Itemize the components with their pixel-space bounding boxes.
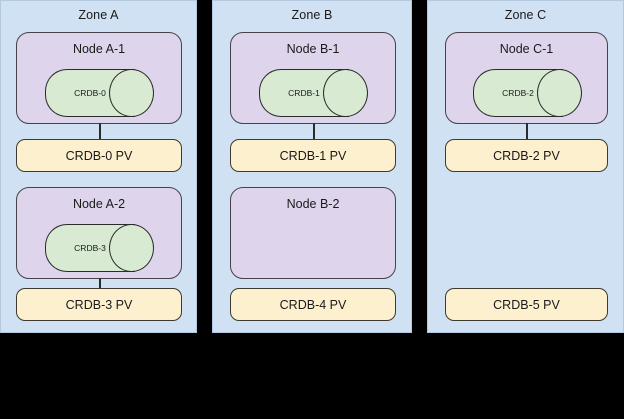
node-b-1-title: Node B-1 (286, 42, 340, 56)
node-c-1-title: Node C-1 (499, 42, 554, 56)
pv-crdb-3[interactable]: CRDB-3 PV (16, 288, 182, 321)
cylinder-cap (537, 69, 582, 117)
pv-crdb-2[interactable]: CRDB-2 PV (445, 139, 608, 172)
zone-c: Zone C Node C-1 CRDB-2 CRDB-2 PV CRDB-5 … (427, 0, 624, 333)
pv-crdb-5[interactable]: CRDB-5 PV (445, 288, 608, 321)
pod-crdb-2[interactable]: CRDB-2 (473, 69, 583, 117)
node-b-2-title: Node B-2 (286, 197, 340, 211)
pod-crdb-1-label: CRDB-1 (288, 88, 320, 98)
pv-crdb-1[interactable]: CRDB-1 PV (230, 139, 396, 172)
pod-crdb-0[interactable]: CRDB-0 (45, 69, 155, 117)
node-c-1[interactable]: Node C-1 CRDB-2 (445, 32, 608, 124)
pod-crdb-0-label: CRDB-0 (74, 88, 106, 98)
connector-crdb-1 (313, 123, 315, 140)
pv-crdb-0[interactable]: CRDB-0 PV (16, 139, 182, 172)
zone-b: Zone B Node B-1 CRDB-1 CRDB-1 PV Node B-… (212, 0, 412, 333)
pod-crdb-3[interactable]: CRDB-3 (45, 224, 155, 272)
node-b-2[interactable]: Node B-2 (230, 187, 396, 279)
connector-crdb-3 (99, 278, 101, 295)
node-a-2[interactable]: Node A-2 CRDB-3 (16, 187, 182, 279)
pod-crdb-2-label: CRDB-2 (502, 88, 534, 98)
node-a-1[interactable]: Node A-1 CRDB-0 (16, 32, 182, 124)
node-a-2-title: Node A-2 (72, 197, 126, 211)
pod-crdb-3-label: CRDB-3 (74, 243, 106, 253)
zone-a: Zone A Node A-1 CRDB-0 CRDB-0 PV Node A-… (0, 0, 197, 333)
connector-crdb-0 (99, 123, 101, 140)
zone-a-title: Zone A (78, 8, 119, 22)
cylinder-cap (109, 69, 154, 117)
zone-b-title: Zone B (291, 8, 333, 22)
node-a-1-title: Node A-1 (72, 42, 126, 56)
node-b-1[interactable]: Node B-1 CRDB-1 (230, 32, 396, 124)
connector-crdb-2 (526, 123, 528, 140)
zone-c-title: Zone C (504, 8, 547, 22)
cylinder-cap (109, 224, 154, 272)
pod-crdb-1[interactable]: CRDB-1 (259, 69, 369, 117)
cylinder-cap (323, 69, 368, 117)
pv-crdb-4[interactable]: CRDB-4 PV (230, 288, 396, 321)
